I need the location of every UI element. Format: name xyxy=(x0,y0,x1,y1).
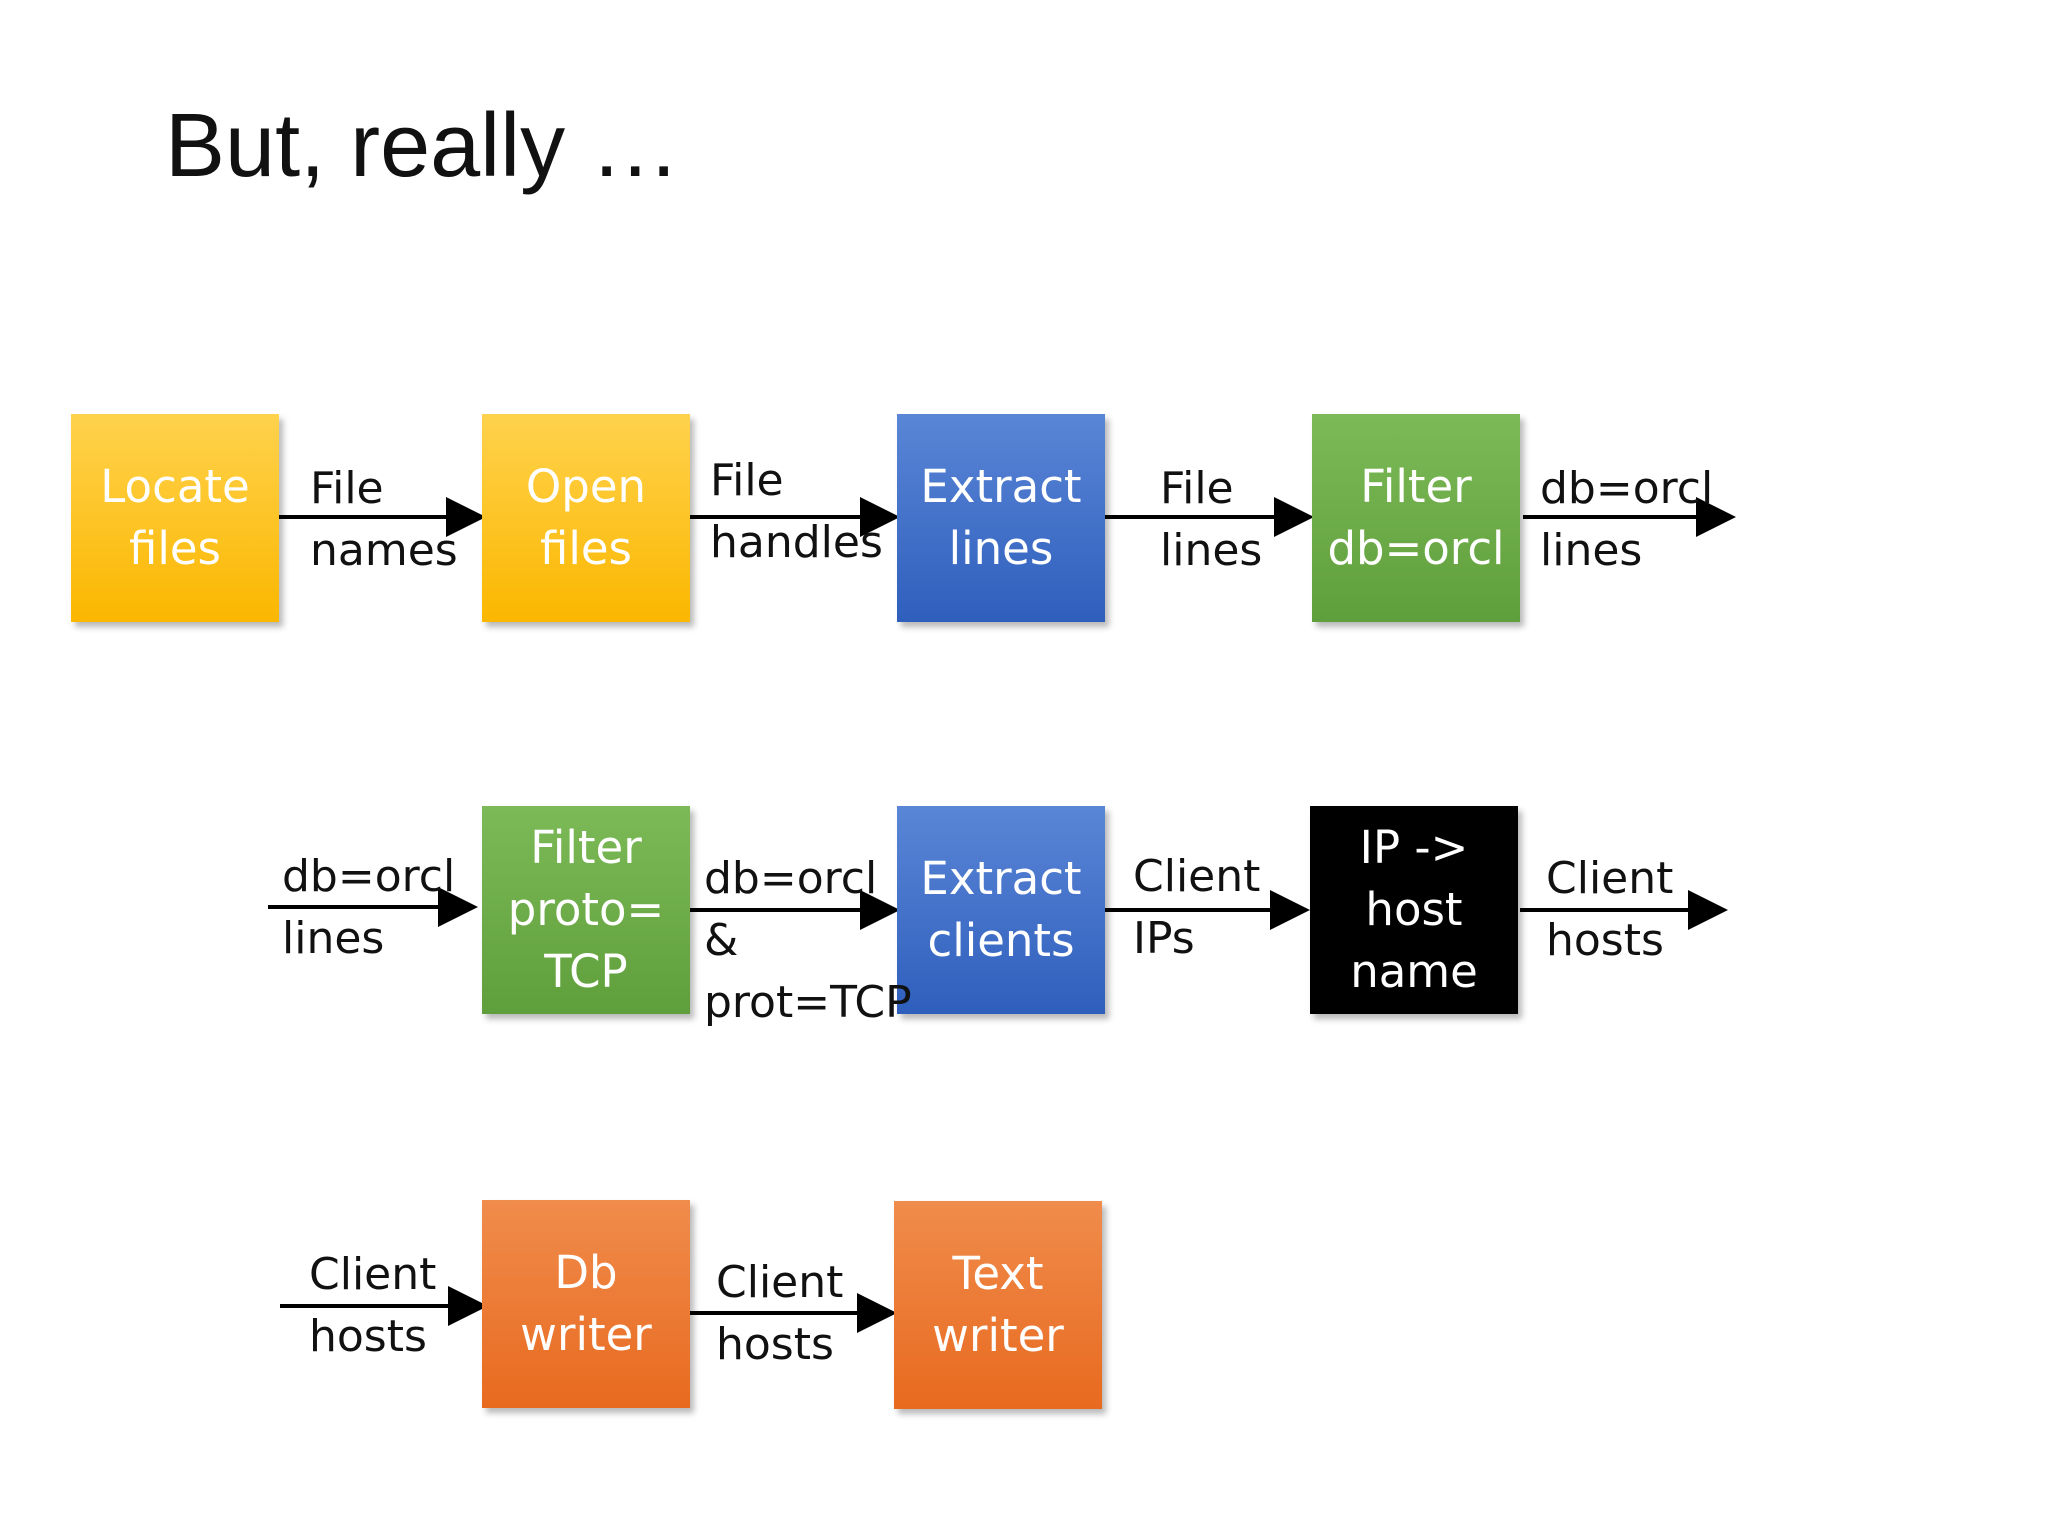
locate-files-box: Locate files xyxy=(71,414,279,622)
edge-label-client-hosts-in: Client hosts xyxy=(309,1249,437,1362)
edge-label-dborcl-lines-out: db=orcl lines xyxy=(1540,463,1714,576)
filter-db-label: Filter db=orcl xyxy=(1327,460,1505,575)
text-writer-label: Text writer xyxy=(932,1247,1064,1362)
text-writer-box: Text writer xyxy=(894,1201,1102,1409)
db-writer-label: Db writer xyxy=(520,1246,652,1361)
extract-clients-label: Extract clients xyxy=(920,852,1082,967)
ip-host-name-label: IP -> host name xyxy=(1350,821,1478,998)
edge-label-client-ips: Client IPs xyxy=(1133,851,1261,964)
open-files-box: Open files xyxy=(482,414,690,622)
filter-proto-box: Filter proto= TCP xyxy=(482,806,690,1014)
open-files-label: Open files xyxy=(525,460,647,575)
extract-clients-box: Extract clients xyxy=(897,806,1105,1014)
filter-db-box: Filter db=orcl xyxy=(1312,414,1520,622)
edge-label-file-lines: File lines xyxy=(1160,463,1263,576)
edge-label-dborcl-tcp: db=orcl & prot=TCP xyxy=(704,853,912,1028)
edge-label-client-hosts-mid: Client hosts xyxy=(716,1257,844,1370)
edge-label-dborcl-lines-in: db=orcl lines xyxy=(282,851,456,964)
extract-lines-box: Extract lines xyxy=(897,414,1105,622)
ip-host-name-box: IP -> host name xyxy=(1310,806,1518,1014)
edge-label-client-hosts-out: Client hosts xyxy=(1546,853,1674,966)
edge-label-file-names: File names xyxy=(310,463,458,576)
filter-proto-label: Filter proto= TCP xyxy=(507,821,665,998)
locate-files-label: Locate files xyxy=(100,460,250,575)
extract-lines-label: Extract lines xyxy=(920,460,1082,575)
slide-title: But, really … xyxy=(165,96,681,196)
db-writer-box: Db writer xyxy=(482,1200,690,1408)
edge-label-file-handles: File handles xyxy=(710,455,883,568)
